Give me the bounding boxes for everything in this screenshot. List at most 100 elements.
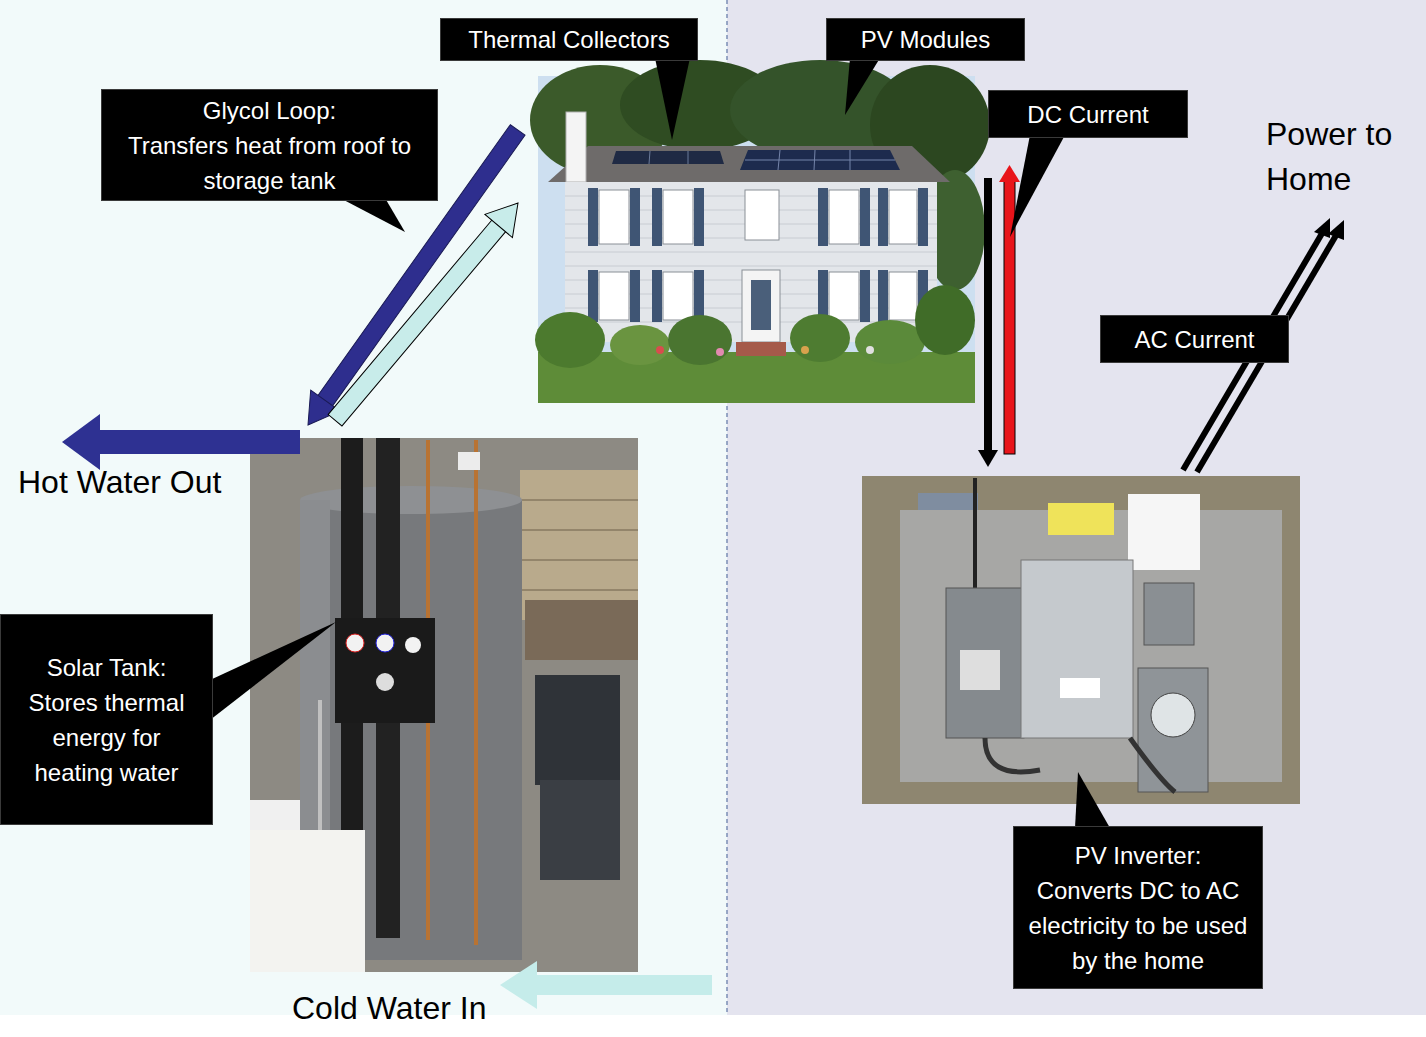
ac-current-arrows (1328, 220, 1344, 240)
house-photo (740, 150, 900, 170)
glycol-return-arrow (321, 191, 531, 431)
house-photo (866, 346, 874, 354)
ac-current-arrows (1314, 218, 1330, 238)
house-photo (548, 146, 950, 182)
house-photo (801, 346, 809, 354)
inverter-photo (900, 510, 1282, 782)
cold-water-arrow (534, 975, 712, 995)
hot-water-arrow (62, 414, 100, 470)
house-photo (694, 270, 704, 322)
callout-heading: Solar Tank: (47, 650, 167, 685)
callout-text: PV Modules (861, 22, 990, 57)
house-photo (829, 272, 859, 320)
flow-label: Cold Water In (292, 986, 512, 1031)
tank-photo (250, 438, 638, 972)
cold-water-arrow (500, 961, 712, 1009)
callout-box: DC Current (988, 90, 1188, 138)
callout-text: Stores thermal energy for heating water (14, 685, 199, 790)
inverter-photo (973, 478, 977, 590)
inverter-photo (960, 650, 1000, 690)
tank-photo (474, 440, 478, 945)
house-photo (663, 272, 693, 320)
dc-current-arrows (999, 165, 1020, 182)
house-photo (778, 150, 780, 170)
tank-photo (250, 830, 365, 972)
house-photo (736, 342, 786, 356)
house-photo (530, 60, 990, 403)
tank-photo (520, 500, 638, 590)
house-photo (630, 270, 640, 322)
tank-photo (376, 634, 394, 652)
house-photo (818, 188, 828, 246)
house-photo (688, 151, 689, 164)
inverter-photo (1048, 503, 1114, 535)
inverter-photo (1151, 693, 1195, 737)
inverter-photo (1021, 560, 1133, 738)
house-photo (745, 190, 779, 240)
house-photo (565, 182, 937, 342)
house-photo (860, 270, 870, 322)
callout-text: AC Current (1134, 322, 1254, 357)
dc-current-arrows (978, 165, 1020, 467)
house-photo (599, 190, 629, 244)
house-photo (742, 270, 780, 342)
house-photo (612, 151, 724, 164)
callout-text: Thermal Collectors (468, 22, 669, 57)
dc-current-arrows (984, 178, 992, 453)
callout-text: Transfers heat from roof to storage tank (125, 128, 415, 198)
house-photo (652, 270, 662, 322)
house-photo (565, 266, 937, 267)
tank-photo (520, 530, 638, 531)
inverter-photo (946, 588, 1024, 738)
tank-photo (376, 673, 394, 691)
house-photo (588, 270, 598, 322)
house-photo (790, 314, 850, 362)
house-photo (566, 112, 586, 182)
house-photo (918, 188, 928, 246)
callout-pointers (1075, 772, 1110, 828)
callout-box: AC Current (1100, 315, 1289, 363)
house-photo (630, 188, 640, 246)
callout-box: PV Modules (826, 18, 1025, 61)
house-photo (915, 285, 975, 355)
background-panels (0, 0, 727, 1015)
callout-box: Glycol Loop:Transfers heat from roof to … (101, 89, 438, 201)
house-photo (652, 188, 662, 246)
house-photo (663, 190, 693, 244)
tank-photo (405, 637, 421, 653)
tank-photo (520, 590, 638, 591)
glycol-return-arrow (485, 191, 532, 237)
tank-photo (300, 486, 522, 514)
tank-photo (346, 634, 364, 652)
callout-heading: Glycol Loop: (203, 93, 336, 128)
house-photo (878, 188, 888, 246)
background-panels (727, 0, 1426, 1015)
callout-box: PV Inverter:Converts DC to AC electricit… (1013, 826, 1263, 989)
house-photo (889, 190, 917, 244)
house-photo (855, 320, 925, 364)
house-photo (745, 160, 895, 161)
tank-photo (540, 780, 620, 880)
tank-photo (535, 675, 620, 785)
callout-pointers (210, 622, 336, 720)
tank-photo (525, 600, 638, 660)
house-photo (878, 270, 888, 322)
callout-pointers (340, 198, 405, 232)
house-photo (649, 151, 650, 164)
callout-text: Converts DC to AC electricity to be used… (1026, 873, 1251, 978)
inverter-photo (1128, 494, 1200, 570)
house-photo (610, 325, 670, 365)
callout-box: Thermal Collectors (440, 18, 698, 61)
house-photo (535, 312, 605, 368)
inverter-photo (862, 476, 1300, 804)
background-panels (0, 0, 1426, 1015)
hot-water-arrow (96, 430, 300, 454)
house-photo (694, 188, 704, 246)
tank-photo (335, 618, 435, 723)
tank-photo (520, 560, 638, 561)
house-photo (860, 188, 870, 246)
inverter-photo (1144, 583, 1194, 645)
flow-label: Hot Water Out (18, 460, 258, 505)
tank-photo (458, 452, 480, 470)
house-photo (656, 346, 664, 354)
